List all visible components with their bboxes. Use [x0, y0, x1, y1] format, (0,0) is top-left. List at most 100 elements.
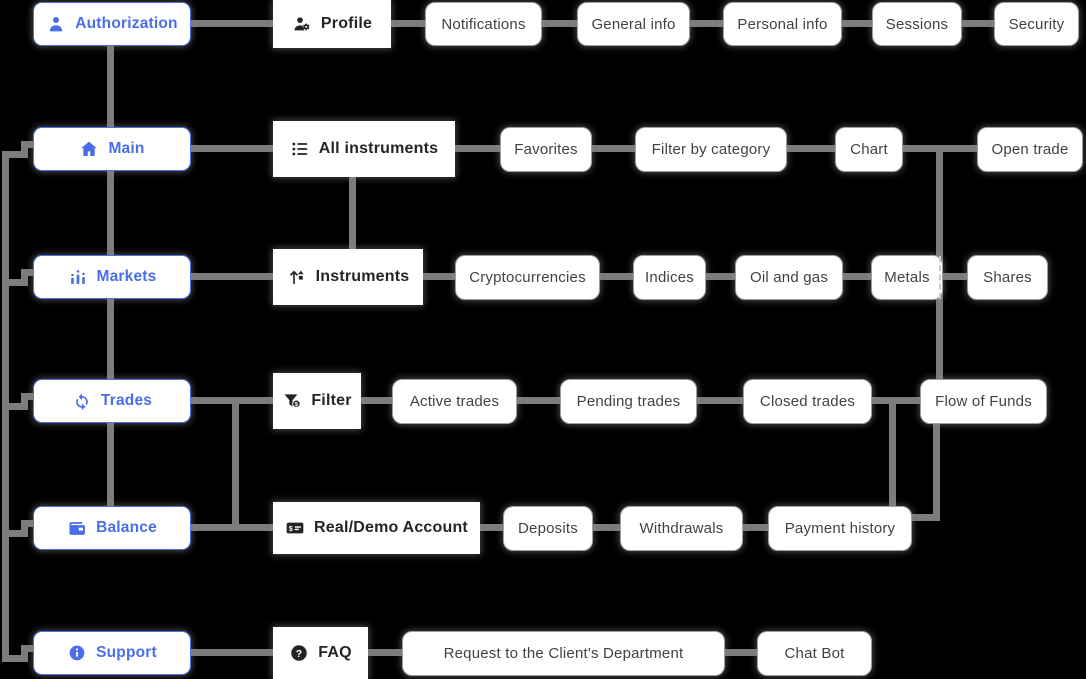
node-label: Indices — [645, 269, 694, 286]
node-request-client-department[interactable]: Request to the Client's Department — [402, 631, 725, 676]
node-label: Closed trades — [759, 393, 856, 410]
node-label: Favorites — [514, 141, 578, 158]
circular-arrows-icon — [72, 391, 92, 411]
node-real-demo-account[interactable]: $ Real/Demo Account — [273, 502, 480, 554]
node-label: Chat Bot — [784, 645, 845, 662]
connector-line — [962, 20, 994, 27]
connector-line — [889, 397, 896, 506]
node-label: Pending trades — [576, 393, 681, 410]
node-profile[interactable]: Profile — [273, 0, 391, 48]
node-label: Active trades — [409, 393, 500, 410]
connector-line — [743, 524, 768, 531]
connector-line — [933, 424, 940, 521]
node-security[interactable]: Security — [994, 2, 1079, 46]
connector-line — [787, 145, 835, 152]
node-filter[interactable]: $ Filter — [273, 373, 361, 429]
node-cryptocurrencies[interactable]: Cryptocurrencies — [455, 255, 600, 300]
connector-line — [690, 20, 723, 27]
node-withdrawals[interactable]: Withdrawals — [620, 506, 743, 551]
connector-line — [191, 20, 273, 27]
connector-line — [912, 514, 940, 521]
node-label: Withdrawals — [639, 520, 724, 537]
connector-line — [941, 273, 967, 280]
user-gear-icon — [292, 14, 312, 34]
node-main[interactable]: Main — [33, 127, 191, 171]
node-shares[interactable]: Shares — [967, 255, 1048, 300]
svg-text:?: ? — [296, 649, 303, 660]
connector-line — [697, 397, 743, 404]
node-general-info[interactable]: General info — [577, 2, 690, 46]
connector-line — [21, 520, 28, 537]
node-pending-trades[interactable]: Pending trades — [560, 379, 697, 424]
list-icon — [290, 139, 310, 159]
node-label: Real/Demo Account — [314, 519, 468, 536]
node-flow-of-funds[interactable]: Flow of Funds — [920, 379, 1047, 424]
node-oil-and-gas[interactable]: Oil and gas — [735, 255, 843, 300]
node-faq[interactable]: ? FAQ — [273, 627, 368, 679]
connector-line — [592, 145, 635, 152]
node-payment-history[interactable]: Payment history — [768, 506, 912, 551]
node-instruments[interactable]: Instruments — [273, 249, 423, 305]
node-label: Profile — [320, 15, 373, 32]
node-chat-bot[interactable]: Chat Bot — [757, 631, 872, 676]
node-balance[interactable]: Balance — [33, 506, 191, 550]
connector-line — [725, 649, 757, 656]
node-label: Sessions — [885, 15, 949, 33]
connector-line — [600, 273, 633, 280]
connector-line — [593, 524, 620, 531]
connector-line — [107, 299, 114, 379]
node-label: General info — [591, 15, 676, 33]
node-support[interactable]: Support — [33, 631, 191, 675]
node-label: Request to the Client's Department — [443, 645, 684, 662]
node-closed-trades[interactable]: Closed trades — [743, 379, 872, 424]
funnel-dollar-icon: $ — [284, 394, 301, 408]
node-label: All instruments — [318, 140, 439, 157]
node-label: Authorization — [75, 15, 178, 32]
connector-line — [107, 423, 114, 506]
connector-line — [107, 46, 114, 127]
connector-line — [872, 397, 920, 404]
node-sessions[interactable]: Sessions — [872, 2, 962, 46]
node-open-trade[interactable]: Open trade — [977, 127, 1083, 172]
node-authorization[interactable]: Authorization — [33, 2, 191, 46]
connector-line — [391, 20, 425, 27]
node-active-trades[interactable]: Active trades — [392, 379, 517, 424]
connector-line — [368, 649, 402, 656]
user-icon — [46, 14, 66, 34]
node-indices[interactable]: Indices — [633, 255, 706, 300]
node-all-instruments[interactable]: All instruments — [273, 121, 455, 177]
node-label: Deposits — [518, 520, 578, 537]
question-circle-icon: ? — [291, 645, 307, 661]
node-label: FAQ — [318, 644, 352, 661]
node-label: Flow of Funds — [935, 393, 1032, 410]
wallet-icon — [67, 518, 87, 538]
connector-line — [517, 397, 560, 404]
node-label: Trades — [100, 392, 153, 409]
connector-line — [2, 279, 28, 286]
node-deposits[interactable]: Deposits — [503, 506, 593, 551]
connector-line — [842, 20, 872, 27]
node-label: Filter — [311, 392, 352, 409]
node-filter-by-category[interactable]: Filter by category — [635, 127, 787, 172]
info-icon — [67, 643, 87, 663]
connector-line — [191, 273, 273, 280]
connector-line — [191, 145, 273, 152]
node-metals[interactable]: Metals — [871, 255, 943, 300]
bar-chart-icon — [68, 267, 88, 287]
connector-line — [843, 273, 871, 280]
node-markets[interactable]: Markets — [33, 255, 191, 299]
connector-line — [21, 141, 28, 158]
node-label: Personal info — [737, 15, 828, 33]
card-dollar-icon: $ — [286, 522, 304, 534]
node-label: Shares — [983, 269, 1032, 286]
node-label: Security — [1008, 15, 1065, 33]
node-chart[interactable]: Chart — [835, 127, 903, 172]
node-label: Payment history — [784, 520, 896, 537]
node-label: Open trade — [991, 141, 1069, 158]
node-favorites[interactable]: Favorites — [500, 127, 592, 172]
connector-line — [191, 649, 273, 656]
node-trades[interactable]: Trades — [33, 379, 191, 423]
node-notifications[interactable]: Notifications — [425, 2, 542, 46]
node-label: Balance — [96, 519, 157, 536]
node-personal-info[interactable]: Personal info — [723, 2, 842, 46]
